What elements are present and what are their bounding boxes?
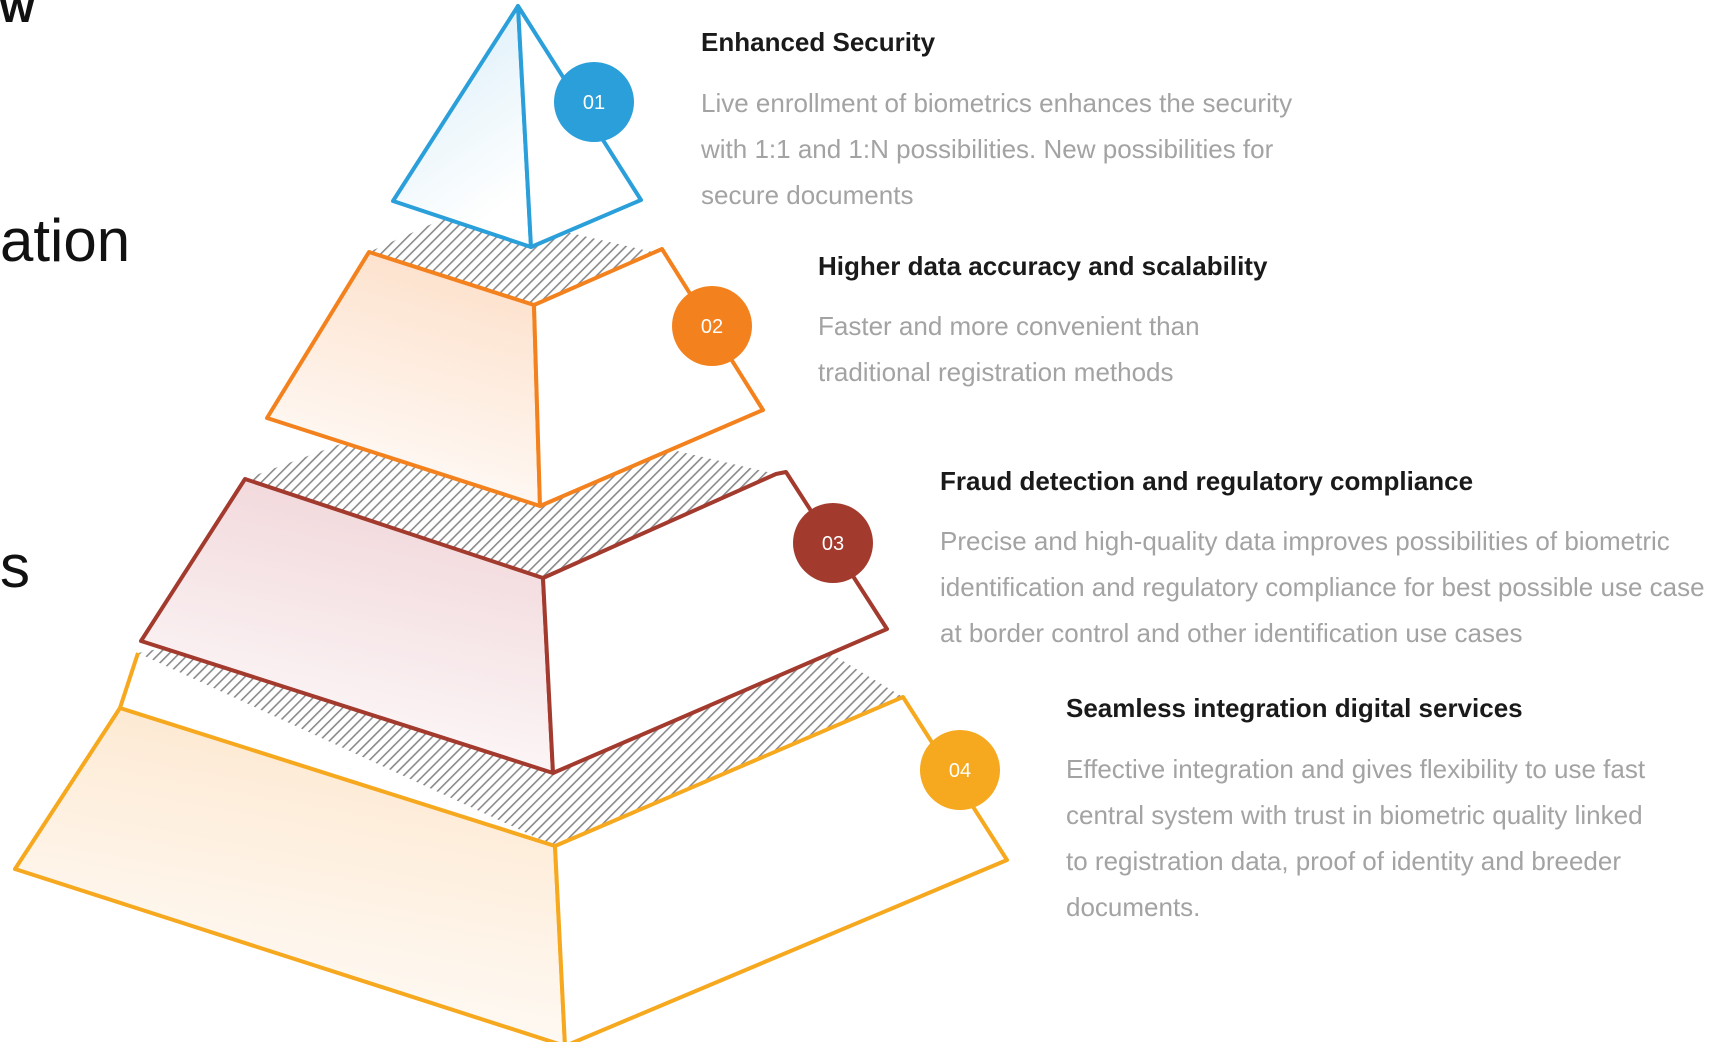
step-3-title: Fraud detection and regulatory complianc… [940,466,1474,496]
step-1-badge: 01 [554,62,634,142]
step-3-badge: 03 [793,503,873,583]
step-1-number: 01 [583,92,605,114]
step-2-title: Higher data accuracy and scalability [818,251,1268,281]
step-3-description: Precise and high-quality data improves p… [940,526,1705,648]
cropped-heading-fragment: w [0,0,35,32]
level-4-left-face [13,706,567,1042]
level-2-right-face [532,247,765,508]
step-4-title: Seamless integration digital services [1066,693,1523,723]
step-4-badge: 04 [920,730,1000,810]
cropped-text-fragment: s [0,533,30,600]
step-4-number: 04 [949,760,971,782]
level-4-top-edge [118,652,140,709]
step-3-number: 03 [822,533,844,555]
step-2-number: 02 [701,316,723,338]
level-1-left-face [391,4,533,249]
pyramid-level-2 [265,208,765,508]
step-1-description: Live enrollment of biometrics enhances t… [701,88,1293,210]
step-1-title: Enhanced Security [701,27,936,57]
step-2-description: Faster and more convenient than traditio… [818,311,1200,387]
step-4-description: Effective integration and gives flexibil… [1066,754,1646,922]
step-2-badge: 02 [672,286,752,366]
level-4-right-face [553,695,1009,1042]
cropped-text-fragment: ation [0,207,131,274]
